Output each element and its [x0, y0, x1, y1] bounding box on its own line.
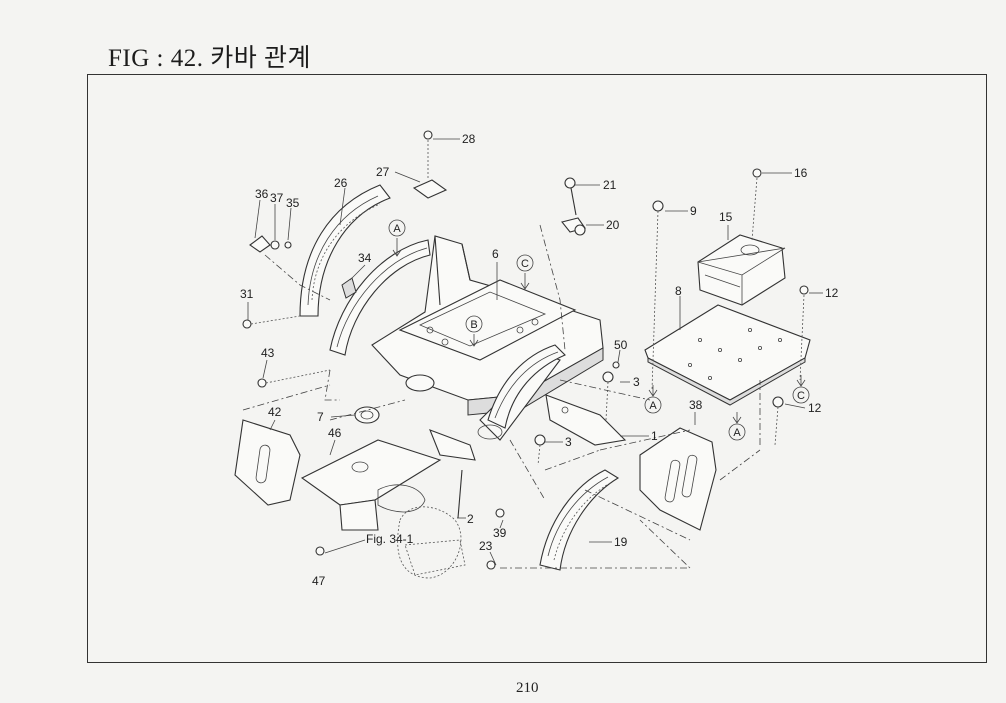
page-title: FIG : 42. 카바 관계 — [108, 45, 311, 72]
callout-7: 7 — [317, 410, 324, 424]
callout-leaders — [247, 138, 823, 566]
fender-right — [487, 344, 566, 429]
fender-19 — [539, 469, 620, 571]
hardware-fasteners — [242, 130, 809, 570]
ref-marker-b1: B — [465, 315, 483, 333]
callout-47: 47 — [312, 574, 326, 588]
bolt-21 — [564, 177, 577, 216]
ref-arrows — [392, 238, 806, 424]
callout-26: 26 — [334, 176, 348, 190]
page-number: 210 — [516, 680, 539, 696]
callout-37: 37 — [270, 191, 284, 205]
callout-46: 46 — [328, 426, 342, 440]
ref-marker-a1: A — [388, 219, 406, 237]
ref-marker-c1: C — [516, 254, 534, 272]
callout-3-upper: 3 — [633, 375, 640, 389]
washer-7 — [354, 406, 380, 424]
ref-label-c: C — [797, 390, 805, 402]
callout-12-lower: 12 — [808, 401, 822, 415]
ref-label-a: A — [733, 427, 741, 439]
ref-label-c: C — [521, 258, 529, 270]
box-15 — [697, 234, 786, 306]
callout-23: 23 — [479, 539, 493, 553]
fig-reference: Fig. 34-1 — [366, 532, 414, 546]
callout-1: 1 — [651, 429, 658, 443]
pin-20 — [561, 217, 586, 236]
callout-19: 19 — [614, 535, 628, 549]
callout-36: 36 — [255, 187, 269, 201]
callout-12-upper: 12 — [825, 286, 839, 300]
panel-38 — [639, 427, 717, 531]
callout-16: 16 — [794, 166, 808, 180]
callout-38: 38 — [689, 398, 703, 412]
fender-inner-34 — [329, 239, 431, 356]
callout-50: 50 — [614, 338, 628, 352]
callout-34: 34 — [358, 251, 372, 265]
callout-35: 35 — [286, 196, 300, 210]
callout-27: 27 — [376, 165, 390, 179]
plate-27 — [412, 179, 448, 199]
callout-28: 28 — [462, 132, 476, 146]
callout-2: 2 — [467, 512, 474, 526]
callout-8: 8 — [675, 284, 682, 298]
callout-42: 42 — [268, 405, 282, 419]
callout-15: 15 — [719, 210, 733, 224]
callout-9: 9 — [690, 204, 697, 218]
ref-label-b: B — [470, 319, 477, 331]
callout-31: 31 — [240, 287, 254, 301]
ref-marker-c2: C — [792, 386, 810, 404]
bracket-46 — [300, 439, 442, 531]
plate-42 — [234, 419, 301, 506]
callout-20: 20 — [606, 218, 620, 232]
bracket-2 — [429, 429, 476, 519]
callout-6: 6 — [492, 247, 499, 261]
callout-43: 43 — [261, 346, 275, 360]
figure-frame — [87, 74, 987, 663]
ref-marker-a2: A — [644, 396, 662, 414]
bracket-1 — [545, 394, 627, 446]
callout-3-lower: 3 — [565, 435, 572, 449]
callout-39: 39 — [493, 526, 507, 540]
callout-21: 21 — [603, 178, 617, 192]
fender-strip-26 — [299, 184, 391, 317]
ref-label-a: A — [393, 223, 401, 235]
ref-marker-a3: A — [728, 423, 746, 441]
assembly-leader-lines — [242, 224, 761, 569]
dashed-assembly-outline — [397, 506, 466, 579]
ref-label-a: A — [649, 400, 657, 412]
floor-plate-8 — [644, 304, 811, 406]
